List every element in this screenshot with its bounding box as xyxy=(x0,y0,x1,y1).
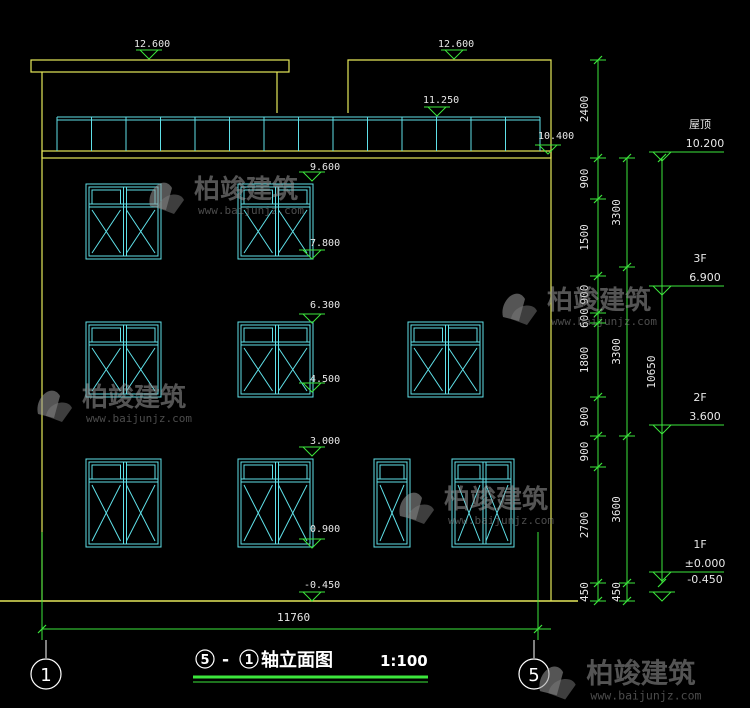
dim-col1-text: 2700 xyxy=(578,512,591,539)
window xyxy=(451,458,515,548)
dim-col1-text: 900 xyxy=(578,442,591,462)
dim-col1-text: 2400 xyxy=(578,96,591,123)
width-dim-text: 11760 xyxy=(277,611,310,624)
dimension-texts: 2400 900 1500 900 600 1800 900 900 2700 450 3300 33… xyxy=(578,96,658,602)
floor-elev: 10.200 xyxy=(686,137,725,150)
level-mark: 7.800 xyxy=(298,238,340,260)
title-axis-a: 5 xyxy=(200,653,209,668)
floor-name: 2F xyxy=(693,391,706,404)
title-text: 轴立面图 xyxy=(261,649,333,671)
watermark-sub: www.baijunjz.com xyxy=(86,412,192,425)
floor-label-extra: -0.450 xyxy=(648,573,723,602)
level-w2-top: 6.300 xyxy=(310,300,340,311)
floor-elev: 3.600 xyxy=(689,410,721,423)
floor-elev: 6.900 xyxy=(689,271,721,284)
watermark-sub: www.baijunjz.com xyxy=(551,315,657,328)
dim-col2-text: 3600 xyxy=(610,496,623,523)
level-mark: 9.600 xyxy=(298,162,340,182)
floor-labels: 屋顶 10.200 3F 6.900 2F 3.600 1F ±0.000 -0.450 xyxy=(648,118,726,602)
parapet-railing xyxy=(56,116,541,151)
floor-name: 3F xyxy=(693,252,706,265)
window xyxy=(85,458,162,548)
level-mark: -0.450 xyxy=(298,580,340,602)
dim-col1-text: 900 xyxy=(578,285,591,305)
dim-col1-text: 900 xyxy=(578,407,591,427)
level-w1-top: 3.000 xyxy=(310,436,340,447)
width-dimension: 11760 xyxy=(37,532,551,640)
level-mark: 10.400 xyxy=(534,131,574,155)
window xyxy=(407,321,484,398)
dimension-chains xyxy=(590,55,667,606)
floor-elev-extra: -0.450 xyxy=(687,573,722,586)
building-outline xyxy=(30,59,552,601)
floor-label: 1F ±0.000 xyxy=(648,538,726,582)
title-dash: - xyxy=(222,650,229,670)
level-roof-slab: 10.400 xyxy=(538,131,574,142)
level-mark: 11.250 xyxy=(423,95,459,117)
window xyxy=(85,183,162,260)
level-w2-sill: 4.500 xyxy=(310,374,340,385)
window xyxy=(237,458,314,548)
floor-label: 2F 3.600 xyxy=(648,391,724,435)
floor-name: 1F xyxy=(693,538,706,551)
dim-col1-text: 900 xyxy=(578,169,591,189)
watermark-sub: www.baijunjz.com xyxy=(198,204,304,217)
level-mark: 3.000 xyxy=(298,436,340,457)
axis-bubble-left: 1 xyxy=(30,640,62,690)
floor-elev: ±0.000 xyxy=(685,557,726,570)
dim-total-text: 10650 xyxy=(645,355,658,388)
watermark-sub: www.baijunjz.com xyxy=(448,514,554,527)
level-w1-sill: 0.900 xyxy=(310,524,340,535)
axis-left-label: 1 xyxy=(40,665,51,686)
level-mark: 12.600 xyxy=(134,39,170,60)
dim-col2-text: 3300 xyxy=(610,338,623,365)
floor-label: 屋顶 10.200 xyxy=(648,118,725,162)
dim-col1-text: 600 xyxy=(578,308,591,328)
watermark-sub: www.baijunjz.com xyxy=(590,689,701,703)
title-scale: 1:100 xyxy=(380,652,428,670)
level-parapet: 11.250 xyxy=(423,95,459,106)
watermark-text: 柏竣建筑 xyxy=(586,658,696,690)
watermark-text: 柏竣建筑 xyxy=(82,382,186,413)
level-ground: -0.450 xyxy=(304,580,340,591)
dim-col1-text: 1800 xyxy=(578,347,591,374)
level-mark: 12.600 xyxy=(438,39,474,60)
drawing-title: 5 - 1 轴立面图 1:100 xyxy=(193,649,428,683)
window xyxy=(237,183,314,260)
level-roof-right: 12.600 xyxy=(438,39,474,50)
dim-col1-text: 1500 xyxy=(578,224,591,251)
level-roof-left: 12.600 xyxy=(134,39,170,50)
level-w3-sill: 7.800 xyxy=(310,238,340,249)
floor-name: 屋顶 xyxy=(689,118,711,131)
window xyxy=(237,321,314,398)
level-mark: 4.500 xyxy=(298,374,340,393)
dim-col1-text: 450 xyxy=(578,582,591,602)
title-axis-b: 1 xyxy=(244,653,253,668)
watermark-text: 柏竣建筑 xyxy=(547,285,651,316)
level-mark: 0.900 xyxy=(298,524,340,549)
windows-group xyxy=(85,183,515,548)
dim-col2-text: 450 xyxy=(610,582,623,602)
window xyxy=(85,321,162,398)
watermarks: 柏竣建筑www.baijunjz.com柏竣建筑www.baijunjz.com… xyxy=(37,174,702,703)
watermark-text: 柏竣建筑 xyxy=(444,484,548,515)
floor-label: 3F 6.900 xyxy=(648,252,724,296)
watermark-text: 柏竣建筑 xyxy=(194,174,298,205)
level-marks: 12.600 12.600 11.250 10.400 9.600 7.800 … xyxy=(134,39,574,602)
dim-col2-text: 3300 xyxy=(610,199,623,226)
level-mark: 6.300 xyxy=(298,300,340,324)
axis-right-label: 5 xyxy=(528,665,539,686)
level-w3-top: 9.600 xyxy=(310,162,340,173)
